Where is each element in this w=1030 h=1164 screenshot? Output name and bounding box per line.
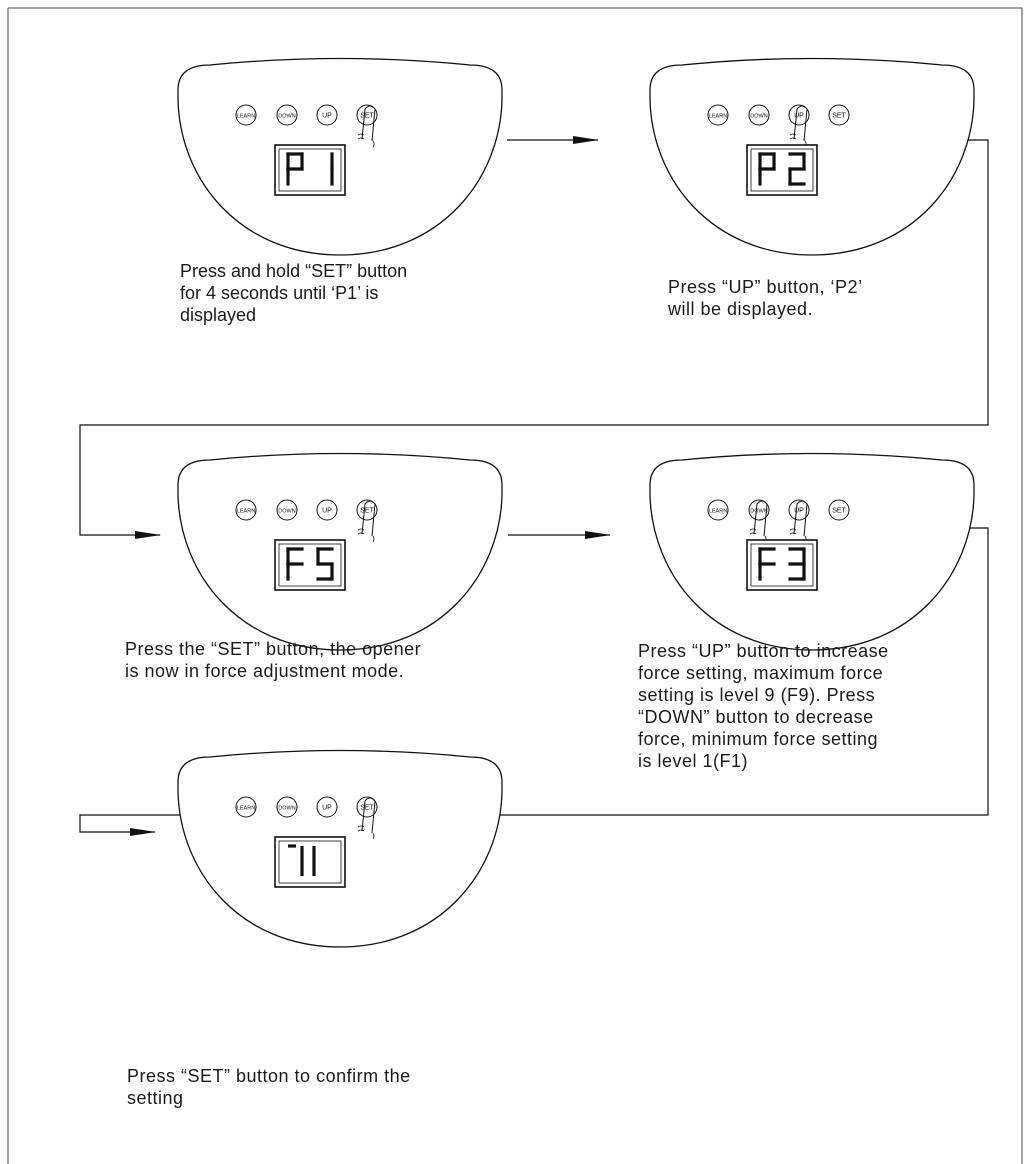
button-up[interactable]: UP: [788, 104, 810, 126]
remote-step4: LEARN DOWN UP SET: [649, 452, 975, 651]
button-down[interactable]: DOWN: [276, 104, 298, 126]
button-label: DOWN: [278, 509, 295, 515]
pressing-finger-icon: [789, 105, 808, 148]
pressing-finger-icon: [357, 105, 376, 148]
button-set[interactable]: SET: [356, 104, 378, 126]
button-set[interactable]: SET: [356, 499, 378, 521]
button-down[interactable]: DOWN: [748, 499, 770, 521]
button-label: SET: [832, 113, 846, 120]
button-label: UP: [322, 805, 332, 812]
led-display: [746, 539, 818, 591]
pressing-finger-icon: [357, 797, 376, 840]
led-display: [274, 539, 346, 591]
step2-caption: Press “UP” button, ‘P2’ will be displaye…: [668, 277, 863, 319]
display-digits: [288, 844, 316, 876]
button-learn[interactable]: LEARN: [235, 499, 257, 521]
step1-caption: Press and hold “SET” button for 4 second…: [180, 261, 408, 325]
display-digits: [758, 152, 806, 186]
step4-caption: Press “UP” button to increase force sett…: [638, 641, 889, 771]
button-up[interactable]: UP: [788, 499, 810, 521]
button-label: SET: [360, 805, 374, 812]
button-label: LEARN: [709, 114, 727, 120]
button-learn[interactable]: LEARN: [707, 104, 729, 126]
button-down[interactable]: DOWN: [276, 796, 298, 818]
button-label: LEARN: [237, 806, 255, 812]
remote-panels: LEARN DOWN UP SET LEARN DOWN UP SET LEARN DOWN UP S…: [177, 57, 975, 948]
button-learn[interactable]: LEARN: [707, 499, 729, 521]
button-up[interactable]: UP: [316, 104, 338, 126]
display-digits: [286, 547, 334, 581]
button-label: DOWN: [750, 114, 767, 120]
button-label: DOWN: [278, 806, 295, 812]
button-down[interactable]: DOWN: [748, 104, 770, 126]
button-learn[interactable]: LEARN: [235, 796, 257, 818]
button-set[interactable]: SET: [828, 104, 850, 126]
button-label: UP: [794, 113, 804, 120]
led-display: [746, 144, 818, 196]
button-label: DOWN: [278, 114, 295, 120]
button-label: SET: [360, 508, 374, 515]
button-label: LEARN: [709, 509, 727, 515]
button-set[interactable]: SET: [828, 499, 850, 521]
display-digits: [758, 547, 806, 581]
button-label: UP: [322, 113, 332, 120]
button-set[interactable]: SET: [356, 796, 378, 818]
button-label: DOWN: [750, 509, 767, 515]
button-learn[interactable]: LEARN: [235, 104, 257, 126]
remote-step1: LEARN DOWN UP SET: [177, 57, 503, 256]
button-label: SET: [832, 508, 846, 515]
step5-caption: Press “SET” button to confirm the settin…: [127, 1066, 411, 1108]
button-label: LEARN: [237, 114, 255, 120]
pressing-finger-icon: [789, 500, 808, 543]
connectors: [79, 136, 989, 836]
display-digits: [286, 152, 334, 186]
pressing-finger-icon: [357, 500, 376, 543]
button-label: LEARN: [237, 509, 255, 515]
button-up[interactable]: UP: [316, 499, 338, 521]
button-label: UP: [794, 508, 804, 515]
led-display: [274, 836, 346, 888]
remote-step3: LEARN DOWN UP SET: [177, 452, 503, 651]
button-down[interactable]: DOWN: [276, 499, 298, 521]
remote-step2: LEARN DOWN UP SET: [649, 57, 975, 256]
remote-step5: LEARN DOWN UP SET: [177, 749, 503, 948]
button-label: SET: [360, 113, 374, 120]
button-label: UP: [322, 508, 332, 515]
led-display: [274, 144, 346, 196]
step3-caption: Press the “SET” button, the opener is no…: [125, 639, 422, 681]
connector-step2-to-step3: [79, 139, 989, 539]
connector-step4-to-step5: [79, 527, 989, 836]
button-up[interactable]: UP: [316, 796, 338, 818]
